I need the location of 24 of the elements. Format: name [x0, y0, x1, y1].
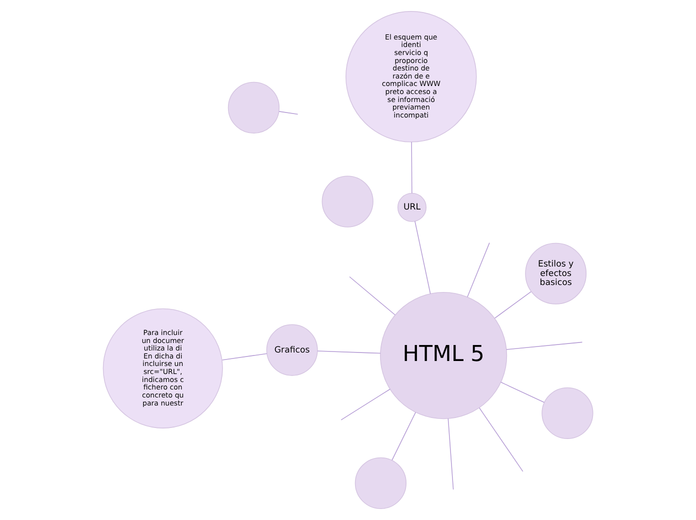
connector: [392, 412, 416, 461]
node-circle: URL: [397, 192, 426, 222]
connector: [500, 382, 545, 403]
node-circle: Para incluir un documer utiliza la di En dicha di incluirse un src="URL", indicamos c fichero con concreto qu para nuestr: [102, 308, 223, 428]
connector: [340, 388, 390, 420]
node-circle: Graficos: [266, 324, 318, 376]
connector: [317, 350, 381, 354]
node-circle: [322, 176, 374, 228]
connector: [506, 342, 583, 350]
node-circle: HTML 5: [380, 292, 508, 420]
connector: [411, 142, 412, 194]
connector: [222, 353, 268, 360]
connector: [494, 291, 532, 319]
connector: [448, 418, 454, 490]
connector: [414, 220, 431, 294]
node-circle: [228, 82, 280, 134]
connector: [479, 408, 524, 472]
connector: [349, 276, 396, 316]
node-circle: [542, 387, 594, 439]
node-circle: El esquem que identi servicio q proporcio destino de razón de e complicac WWW preto acceso a se informació previamen incompati: [346, 11, 477, 142]
node-circle: Estilos y efectos basicos: [525, 242, 587, 304]
node-circle: [354, 457, 407, 509]
connector: [467, 242, 490, 298]
connector: [278, 111, 298, 115]
